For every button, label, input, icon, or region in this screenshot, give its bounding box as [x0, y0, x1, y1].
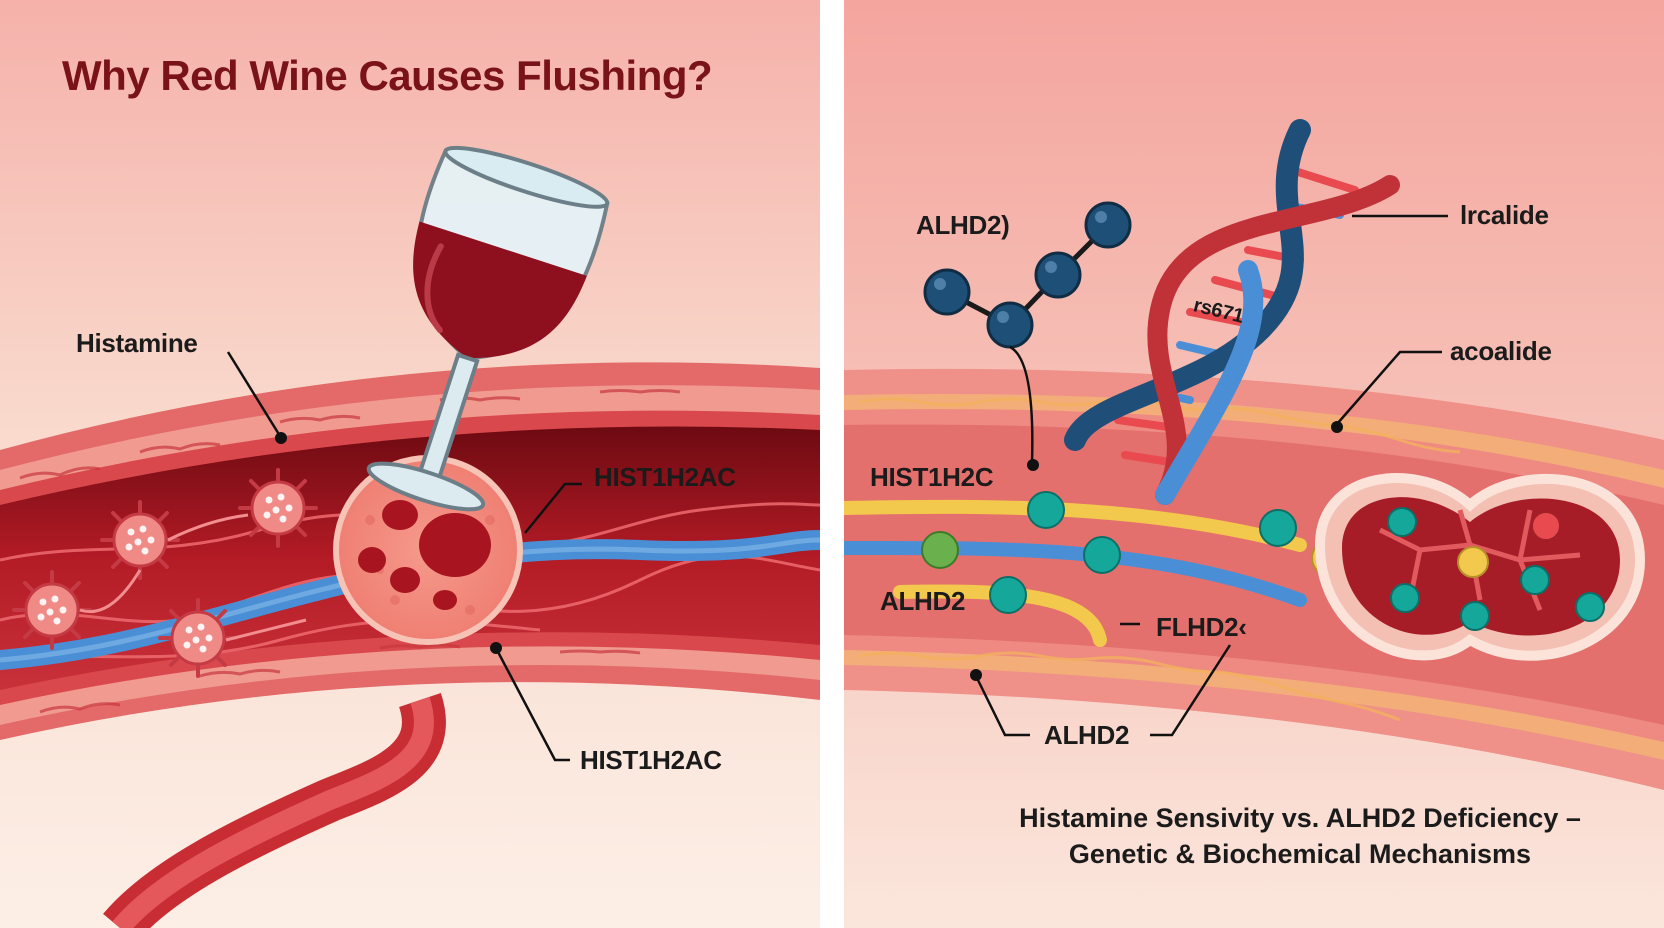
label-alhd2-mid: ALHD2: [880, 586, 966, 616]
right-panel: [844, 0, 1664, 928]
caption: Histamine Sensivity vs. ALHD2 Deficiency…: [980, 800, 1620, 872]
label-alhd2-bottom: ALHD2: [1044, 720, 1130, 750]
page-title: Why Red Wine Causes Flushing?: [62, 52, 713, 99]
leader-lines-left: [226, 351, 582, 762]
molecule-icon: [923, 201, 1132, 349]
wine-glass-icon: [366, 145, 610, 512]
leader-lines-right: [974, 214, 1448, 737]
label-flhd2: FLHD2‹: [1156, 612, 1247, 642]
label-hist1h2c: HIST1H2C: [870, 462, 994, 492]
yellow-strand: [844, 499, 1307, 552]
blue-strand: [844, 540, 1307, 607]
caption-line-1: Histamine Sensivity vs. ALHD2 Deficiency…: [1019, 803, 1581, 833]
left-panel: [0, 0, 820, 928]
cell-cluster: [1314, 473, 1646, 661]
label-ircalide: lrcalide: [1460, 200, 1549, 230]
label-histamine: Histamine: [76, 328, 198, 358]
caption-line-2: Genetic & Biochemical Mechanisms: [1068, 839, 1532, 869]
panel-divider: [820, 0, 844, 928]
label-alhd2-molecule: ALHD2): [916, 210, 1010, 240]
label-hist1h2ac-bottom: HIST1H2AC: [580, 745, 722, 775]
label-hist1h2ac-top: HIST1H2AC: [594, 462, 736, 492]
dna-helix-icon: [1064, 119, 1400, 505]
label-acoalide: acoalide: [1450, 336, 1552, 366]
